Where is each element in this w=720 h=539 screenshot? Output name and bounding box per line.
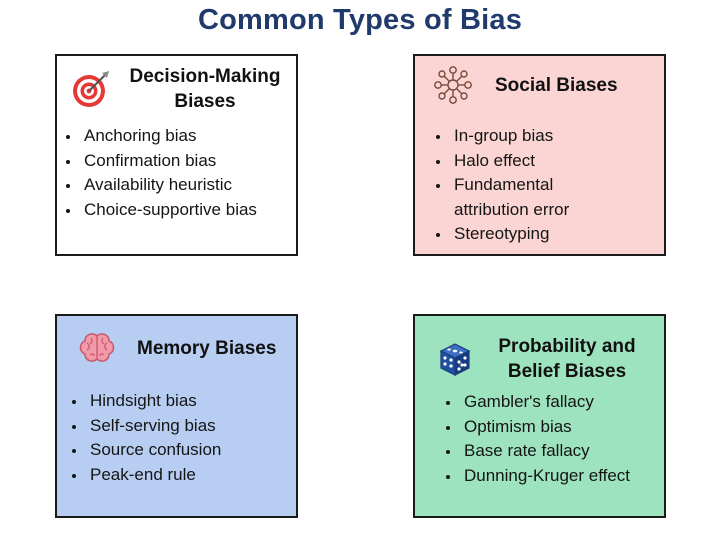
list-item: Fundamental attribution error [451,173,604,222]
list-item: Gambler's fallacy [461,390,630,415]
people-network-icon [433,65,473,105]
list-item: Source confusion [87,438,221,463]
card-title: Probability and Belief Biases [498,336,636,382]
bias-list: Hindsight bias Self-serving bias Source … [69,389,221,487]
list-item: Optimism bias [461,415,630,440]
card-title: Social Biases [495,74,618,96]
list-item: Dunning-Kruger effect [461,464,630,489]
list-item: Choice-supportive bias [81,198,257,223]
list-item: Hindsight bias [87,389,221,414]
list-item: Availability heuristic [81,173,257,198]
list-item: Halo effect [451,149,661,174]
list-item: In-group bias [451,124,661,149]
card-title: Decision-Making Biases [129,66,281,112]
card-decision-making-biases: Decision-Making Biases Anchoring bias Co… [55,54,298,256]
brain-icon [77,328,117,368]
target-icon [71,69,111,109]
page-title: Common Types of Bias [197,4,523,36]
list-item: Anchoring bias [81,124,257,149]
list-item: Base rate fallacy [461,439,630,464]
card-social-biases: Social Biases In-group bias Halo effect … [413,54,666,256]
list-item: Self-serving bias [87,414,221,439]
list-item: Peak-end rule [87,463,221,488]
list-item: Stereotyping [451,222,661,247]
bias-list: In-group bias Halo effect Fundamental at… [433,124,661,247]
dice-icon [435,339,475,379]
card-probability-belief-biases: Probability and Belief Biases Gambler's … [413,314,666,518]
list-item: Confirmation bias [81,149,257,174]
bias-list: Gambler's fallacy Optimism bias Base rat… [443,390,630,488]
card-title: Memory Biases [137,337,277,359]
card-memory-biases: Memory Biases Hindsight bias Self-servin… [55,314,298,518]
bias-list: Anchoring bias Confirmation bias Availab… [63,124,257,222]
